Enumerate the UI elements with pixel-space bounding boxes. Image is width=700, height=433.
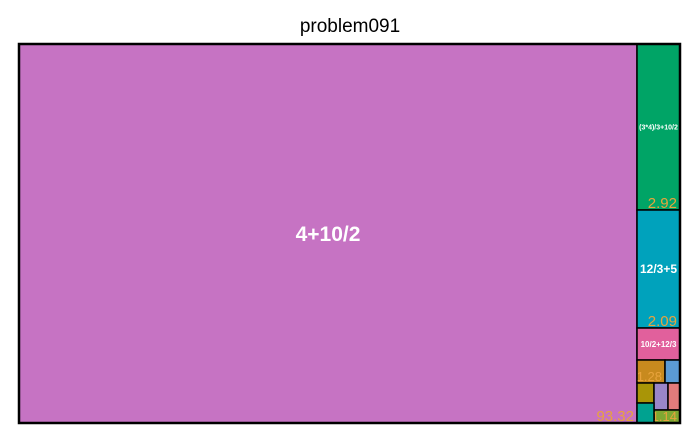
tile-name-label: 4+10/2 [296, 223, 361, 246]
tile-value-label: 2.09 [648, 313, 677, 330]
treemap-tile-3: 10/2+12/3 [636, 327, 681, 361]
tile-value-label: 93.32 [596, 408, 634, 425]
tile-rect [636, 382, 655, 404]
tile-rect [653, 382, 669, 411]
treemap-tile-6 [636, 382, 655, 404]
tile-value-label: 2.92 [648, 195, 677, 212]
treemap-border [17, 42, 682, 425]
treemap-tile-2: 12/3+5 2.09 [636, 209, 681, 330]
tile-rect [636, 402, 655, 424]
tile-rect [636, 209, 681, 329]
tile-value-label: 1.28 [637, 369, 662, 384]
treemap-tile-5 [664, 359, 681, 384]
tile-value-label: 1.14 [652, 409, 677, 424]
treemap-tile-4: 1.28 [636, 359, 666, 384]
tile-rect [667, 382, 681, 411]
treemap-tile-7 [653, 382, 669, 411]
tile-rect [664, 359, 681, 384]
treemap-tile-10 [636, 402, 655, 424]
treemap-tile-8 [667, 382, 681, 411]
tile-name-label: (3*4)/3+10/2 [639, 124, 678, 131]
tile-name-label: 12/3+5 [640, 262, 677, 276]
treemap-tile-0: 4+10/2 93.32 [18, 43, 638, 425]
tile-name-label: 10/2+12/3 [641, 340, 677, 349]
treemap-tile-1: (3*4)/3+10/2 2.92 [636, 43, 681, 212]
chart-title: problem091 [299, 16, 401, 37]
